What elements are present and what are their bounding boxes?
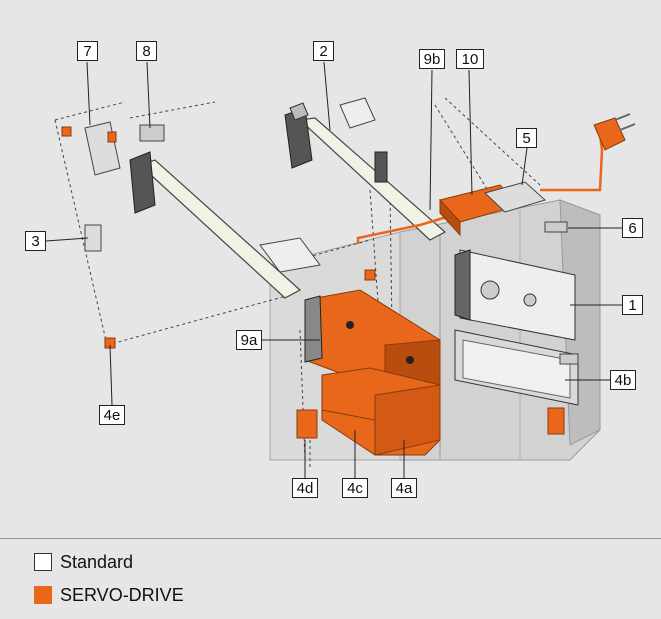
callout-6: 6 xyxy=(622,218,643,238)
lever-arm-left xyxy=(84,121,321,299)
servo-cover-4a xyxy=(321,367,441,456)
legend-standard: Standard xyxy=(34,551,133,573)
standard-swatch xyxy=(34,553,52,571)
legend-standard-label: Standard xyxy=(60,551,134,572)
exploded-assembly-drawing xyxy=(45,61,636,478)
cover-cap-4b xyxy=(454,329,579,406)
callout-5: 5 xyxy=(516,128,537,148)
callout-7: 7 xyxy=(77,41,98,61)
legend-servo-label: SERVO-DRIVE xyxy=(60,584,184,605)
lever-arm-2 xyxy=(284,97,447,241)
transformer-10 xyxy=(439,181,546,237)
callout-3: 3 xyxy=(25,231,46,251)
callout-1: 1 xyxy=(622,295,643,315)
fittings xyxy=(61,124,568,439)
lift-mechanism-1 xyxy=(454,249,576,341)
legend-servo-drive: SERVO-DRIVE xyxy=(34,584,184,606)
callout-4d: 4d xyxy=(292,478,318,498)
callout-4b: 4b xyxy=(610,370,636,390)
legend-divider xyxy=(0,538,661,539)
callout-9b: 9b xyxy=(419,49,445,69)
callout-4e: 4e xyxy=(99,405,125,425)
leader-lines xyxy=(45,61,622,478)
callout-8: 8 xyxy=(136,41,157,61)
callout-4c: 4c xyxy=(342,478,368,498)
callout-10: 10 xyxy=(456,49,484,69)
power-plug xyxy=(593,113,636,151)
callout-9a: 9a xyxy=(236,330,262,350)
servo-drive-swatch xyxy=(34,586,52,604)
callout-4a: 4a xyxy=(391,478,417,498)
callout-2: 2 xyxy=(313,41,334,61)
